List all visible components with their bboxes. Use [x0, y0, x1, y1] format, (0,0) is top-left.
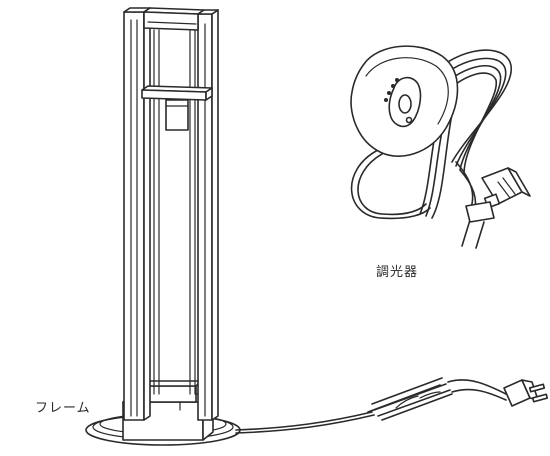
frame-left-pillar	[123, 7, 151, 421]
frame-right-pillar	[197, 9, 219, 421]
frame-label: フレーム	[35, 401, 91, 416]
frame-illustration	[85, 7, 241, 446]
dimmer-cable-loop	[350, 149, 431, 220]
dimmer-slider	[388, 76, 422, 128]
frame-inner-rods	[153, 29, 196, 395]
frame-light-socket	[165, 99, 189, 131]
dimmer-indicator-dots	[384, 78, 413, 124]
dimmer-label: 調光器	[376, 265, 419, 280]
frame-middle-bar	[141, 85, 213, 101]
dimmer-illustration	[350, 45, 531, 249]
frame-top-cap	[123, 7, 219, 31]
dimmer-power-plug	[461, 167, 531, 249]
frame-power-plug	[503, 379, 549, 407]
frame-power-cord	[235, 377, 507, 434]
